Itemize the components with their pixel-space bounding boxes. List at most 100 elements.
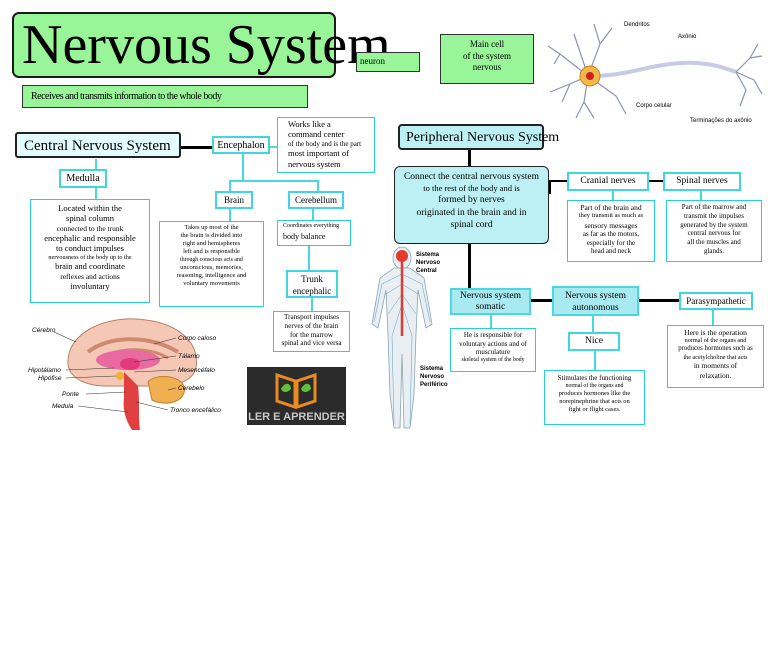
cns-title: Central Nervous System <box>15 132 181 158</box>
axon-label: Axônio <box>678 34 697 40</box>
pns-line-2: to the rest of the body and is <box>423 183 520 194</box>
med-line-6: nervousness of the body up to the <box>48 253 132 261</box>
label-hipotalamo: Hipotálamo <box>28 367 61 374</box>
brain-line-5: through conscious acts and <box>180 256 243 263</box>
subtitle-box: Receives and transmits information to th… <box>22 85 308 108</box>
som-desc-1: He is responsible for <box>463 331 523 339</box>
pns-desc: Connect the central nervous system to th… <box>394 166 549 244</box>
trunk-node: Trunk encephalic <box>286 270 338 298</box>
medulla-node: Medulla <box>59 169 107 188</box>
nice-desc: Stimulates the functioning normal of the… <box>544 370 645 425</box>
label-ponte: Ponte <box>62 391 79 398</box>
para-desc-3: produces hormones such as <box>678 345 753 353</box>
med-line-4: encephalic and responsible <box>44 232 136 243</box>
som-label-2: somatic <box>475 302 506 312</box>
label-hipofise: Hipófise <box>38 375 62 382</box>
med-line-1: Located within the <box>58 203 122 213</box>
encephalon-desc: Works like a command center of the body … <box>277 117 375 173</box>
aut-label-1: Nervous system <box>565 291 626 301</box>
book-icon <box>275 372 317 410</box>
spin-line-1: Part of the marrow and <box>681 203 747 211</box>
trunk-desc-3: for the marrow <box>289 330 334 339</box>
enc-line-4: most important of <box>288 148 349 159</box>
spin-line-5: all the muscles and <box>687 238 741 246</box>
label-talamo: Tálamo <box>178 353 200 360</box>
pns-line-3: formed by nerves <box>438 195 505 206</box>
aut-label-2: autonomous <box>572 303 619 313</box>
label-mesencefalo: Mesencéfalo <box>178 367 215 374</box>
cran-line-1: Part of the brain and <box>580 203 642 212</box>
brain-line-4: left and is responsible <box>183 248 240 256</box>
snc-label-3: Central <box>416 268 437 274</box>
trunk-line-2: encephalic <box>292 286 332 296</box>
logo-text: LER E APRENDER <box>248 411 345 423</box>
para-desc-2: normal of the organs and <box>684 337 747 345</box>
cran-line-2: they transmit as much as <box>578 212 644 220</box>
neuron-tag <box>356 52 420 72</box>
enc-line-3: of the body and is the part <box>288 139 362 148</box>
snp-label-3: Periférico <box>420 382 448 388</box>
med-line-9: involuntary <box>70 280 110 291</box>
enc-line-5: nervous system <box>288 158 341 169</box>
med-line-7: brain and coordinate <box>55 261 125 272</box>
brain-node: Brain <box>215 191 253 209</box>
para-desc-1: Here is the operation <box>684 328 747 337</box>
snp-label-1: Sistema <box>420 366 444 372</box>
brain-line-7: reasoning, intelligence and <box>176 271 247 279</box>
human-nervous-system-illustration: Sistema Nervoso Central Sistema Nervoso … <box>371 246 448 429</box>
pns-line-1: Connect the central nervous system <box>403 172 540 182</box>
cranial-nerves-node: Cranial nerves <box>567 172 649 191</box>
ler-e-aprender-logo: LER E APRENDER <box>247 367 346 425</box>
para-desc-5: in moments of <box>693 361 738 371</box>
enc-line-1: Works like a <box>288 119 331 129</box>
main-cell-line-2: of the system <box>463 50 511 61</box>
main-cell-box: Main cell of the system nervous <box>440 34 534 84</box>
spin-line-3: generated by the system <box>680 220 748 229</box>
title-box <box>12 12 336 78</box>
trunk-desc-1: Transport impulses <box>283 313 340 321</box>
autonomous-node: Nervous system autonomous <box>552 286 639 316</box>
enc-line-2: command center <box>288 129 345 140</box>
cer-line-2: body balance <box>283 232 326 241</box>
cran-line-4: as far as the motors, <box>582 229 640 238</box>
parasympathetic-desc: Here is the operation normal of the orga… <box>667 325 764 388</box>
nice-desc-1: Stimulates the functioning <box>557 374 632 382</box>
med-line-2: spinal column <box>66 213 114 224</box>
label-corpo-caloso: Corpo caloso <box>178 335 217 342</box>
pns-line-4: originated in the brain and in <box>416 207 527 218</box>
med-line-3: connected to the trunk <box>56 223 124 233</box>
neuron-illustration: Dendritos Axônio Corpo celular Terminaçõ… <box>547 22 763 124</box>
trunk-line-1: Trunk <box>301 274 323 284</box>
para-desc-6: relaxation. <box>699 370 732 380</box>
brain-line-1: Takes up most of the <box>184 224 239 231</box>
label-medula: Medula <box>52 403 74 410</box>
nice-desc-2: normal of the organs and <box>565 382 624 389</box>
cer-line-1: Coordinates everything <box>283 223 340 229</box>
med-line-5: to conduct impulses <box>56 243 124 254</box>
nice-desc-5: fight or flight cases. <box>568 406 621 414</box>
spin-line-6: glands. <box>703 246 725 255</box>
cran-line-6: head and neck <box>590 247 632 256</box>
spin-line-4: central nervous for <box>687 229 741 238</box>
label-cerebro: Cérebro <box>32 327 56 334</box>
cerebellum-desc: Coordinates everything body balance <box>277 220 351 246</box>
label-cerebelo: Cerebelo <box>178 385 205 392</box>
trunk-desc-2: nerves of the brain <box>284 321 339 330</box>
snp-label-2: Nervoso <box>420 374 444 380</box>
encephalon-node: Encephalon <box>212 136 270 154</box>
nice-desc-3: produces hormones like the <box>558 389 631 397</box>
brain-line-2: the brain is divided into <box>180 232 243 240</box>
pns-line-5: spinal cord <box>450 220 493 231</box>
nice-desc-4: norepinephrine that acts on <box>559 398 630 406</box>
trunk-desc-4: spinal and vice versa <box>281 339 342 348</box>
brain-anatomy-illustration: Cérebro Corpo caloso Tálamo Hipotálamo M… <box>28 318 221 430</box>
snc-label-1: Sistema <box>416 252 440 258</box>
spinal-nerves-desc: Part of the marrow and transmit the impu… <box>666 200 762 262</box>
cell-body-label: Corpo celular <box>636 103 672 109</box>
cranial-nerves-desc: Part of the brain and they transmit as m… <box>567 200 655 262</box>
label-tronco: Tronco encefálico <box>170 407 221 414</box>
cran-line-5: especially for the <box>586 238 636 247</box>
main-cell-line-1: Main cell <box>469 39 505 49</box>
som-desc-4: skeletal system of the body <box>461 356 525 363</box>
dendrites-label: Dendritos <box>624 22 650 28</box>
